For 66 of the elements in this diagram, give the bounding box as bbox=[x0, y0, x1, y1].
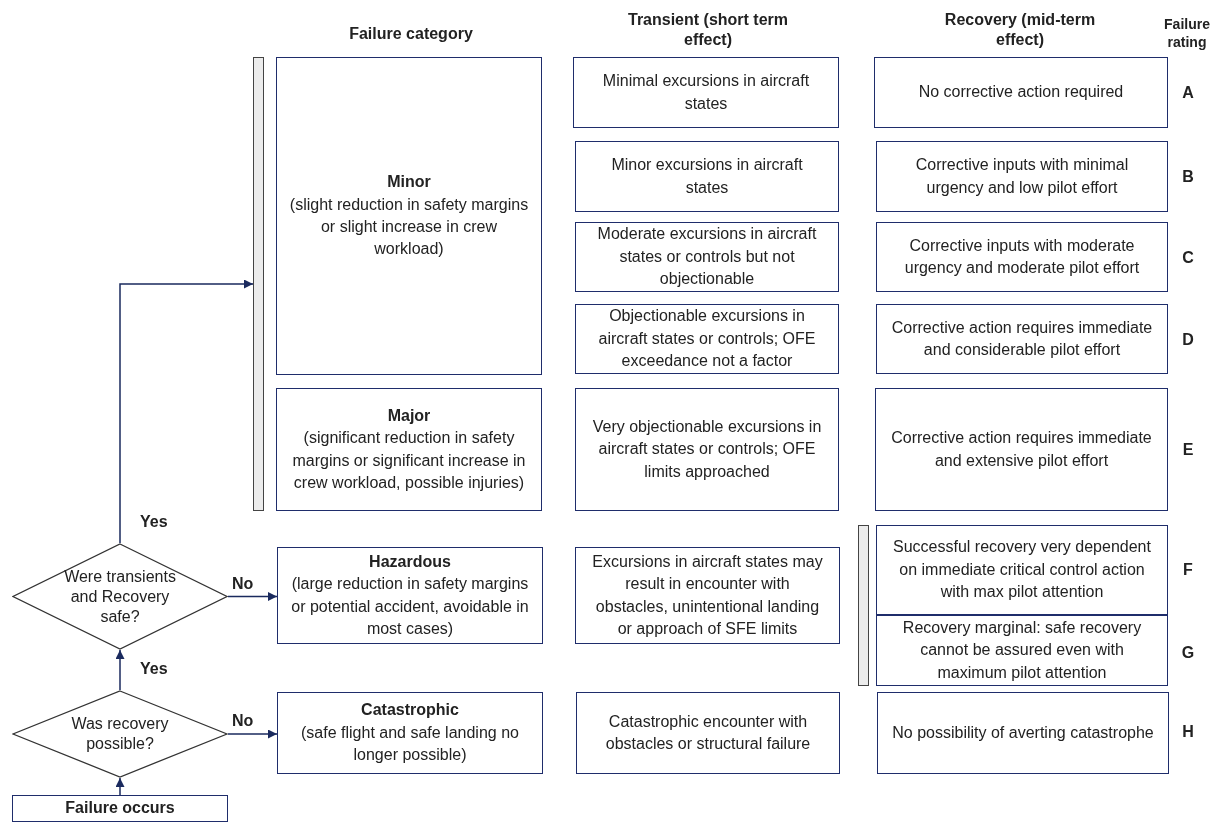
recovery-box bbox=[876, 141, 1168, 212]
heading-text: Catastrophic bbox=[361, 700, 459, 721]
rating-letter: E bbox=[1181, 440, 1195, 460]
transient-box bbox=[575, 547, 840, 644]
recovery-box bbox=[876, 222, 1168, 292]
recovery-box bbox=[875, 388, 1168, 511]
column-header: Failure rating bbox=[1163, 16, 1211, 51]
decision-question: Were transients and Recovery safe? bbox=[63, 566, 177, 627]
body-text: Recovery marginal: safe recovery cannot be assured even with maximum pilot attention bbox=[901, 617, 1143, 683]
body-text: Very objectionable excursions in aircraft states or controls; OFE limits approached bbox=[591, 416, 823, 482]
body-text: Corrective action requires immediate and extensive pilot effort bbox=[890, 428, 1153, 471]
heading-text: Major bbox=[387, 405, 431, 426]
body-text: (slight reduction in safety margins or slight increase in crew workload) bbox=[289, 194, 529, 260]
rating-letter: F bbox=[1182, 560, 1194, 580]
category-box bbox=[277, 692, 543, 774]
heading-text: Failure occurs bbox=[65, 798, 175, 819]
arrow bbox=[115, 649, 125, 691]
body-text: Moderate excursions in aircraft states or controls but not objectionable bbox=[596, 224, 818, 290]
category-box bbox=[276, 57, 542, 375]
body-text: No corrective action required bbox=[918, 82, 1124, 103]
arrow bbox=[227, 729, 278, 739]
arrow bbox=[227, 592, 278, 601]
body-text: Corrective action requires immediate and considerable pilot effort bbox=[890, 317, 1154, 360]
transient-box bbox=[576, 692, 840, 774]
column-header: Recovery (mid-term effect) bbox=[943, 10, 1097, 50]
recovery-box bbox=[874, 57, 1168, 128]
column-header: Transient (short term effect) bbox=[627, 10, 789, 50]
heading-text: Minor bbox=[387, 172, 431, 193]
start-box bbox=[12, 795, 228, 822]
decision-diamond bbox=[12, 543, 228, 650]
decision-question: Was recovery possible? bbox=[70, 714, 170, 754]
decision-diamond bbox=[12, 690, 228, 778]
heading-text: Hazardous bbox=[369, 551, 451, 572]
body-text: Successful recovery very dependent on immediate critical control action with max pilot attention bbox=[892, 537, 1152, 603]
arrow bbox=[115, 777, 125, 796]
recovery-box bbox=[876, 525, 1168, 615]
transient-box bbox=[575, 304, 839, 374]
recovery-box bbox=[876, 304, 1168, 374]
body-text: Corrective inputs with moderate urgency and moderate pilot effort bbox=[903, 235, 1141, 278]
rating-letter: A bbox=[1181, 83, 1195, 103]
rating-letter: D bbox=[1181, 330, 1195, 350]
rating-letter: C bbox=[1181, 248, 1195, 268]
transient-box bbox=[575, 388, 839, 511]
body-text: Corrective inputs with minimal urgency and low pilot effort bbox=[914, 155, 1130, 198]
recovery-box bbox=[876, 615, 1168, 686]
rating-letter: H bbox=[1181, 722, 1195, 742]
body-text: (safe flight and safe landing no longer possible) bbox=[300, 722, 520, 766]
body-text: Minor excursions in aircraft states bbox=[610, 155, 804, 198]
vertical-bar bbox=[253, 57, 264, 511]
column-header: Failure category bbox=[348, 24, 474, 44]
rating-letter: G bbox=[1180, 643, 1196, 663]
body-text: Objectionable excursions in aircraft states or controls; OFE exceedance not a factor bbox=[597, 306, 817, 372]
body-text: (significant reduction in safety margins or significant increase in crew workload, possible injuries) bbox=[291, 428, 527, 493]
body-text: Excursions in aircraft states may result in encounter with obstacles, unintentional landing or approach of SFE limits bbox=[591, 551, 824, 639]
transient-box bbox=[575, 141, 839, 212]
recovery-box bbox=[877, 692, 1169, 774]
body-text: Catastrophic encounter with obstacles or structural failure bbox=[604, 711, 812, 754]
category-box bbox=[276, 388, 542, 511]
category-box bbox=[277, 547, 543, 644]
body-text: (large reduction in safety margins or potential accident, avoidable in most cases) bbox=[290, 574, 530, 639]
transient-box bbox=[573, 57, 839, 128]
body-text: Minimal excursions in aircraft states bbox=[601, 71, 811, 114]
rating-letter: B bbox=[1181, 167, 1195, 187]
body-text: No possibility of averting catastrophe bbox=[892, 722, 1154, 743]
transient-box bbox=[575, 222, 839, 292]
arrow bbox=[119, 279, 254, 544]
